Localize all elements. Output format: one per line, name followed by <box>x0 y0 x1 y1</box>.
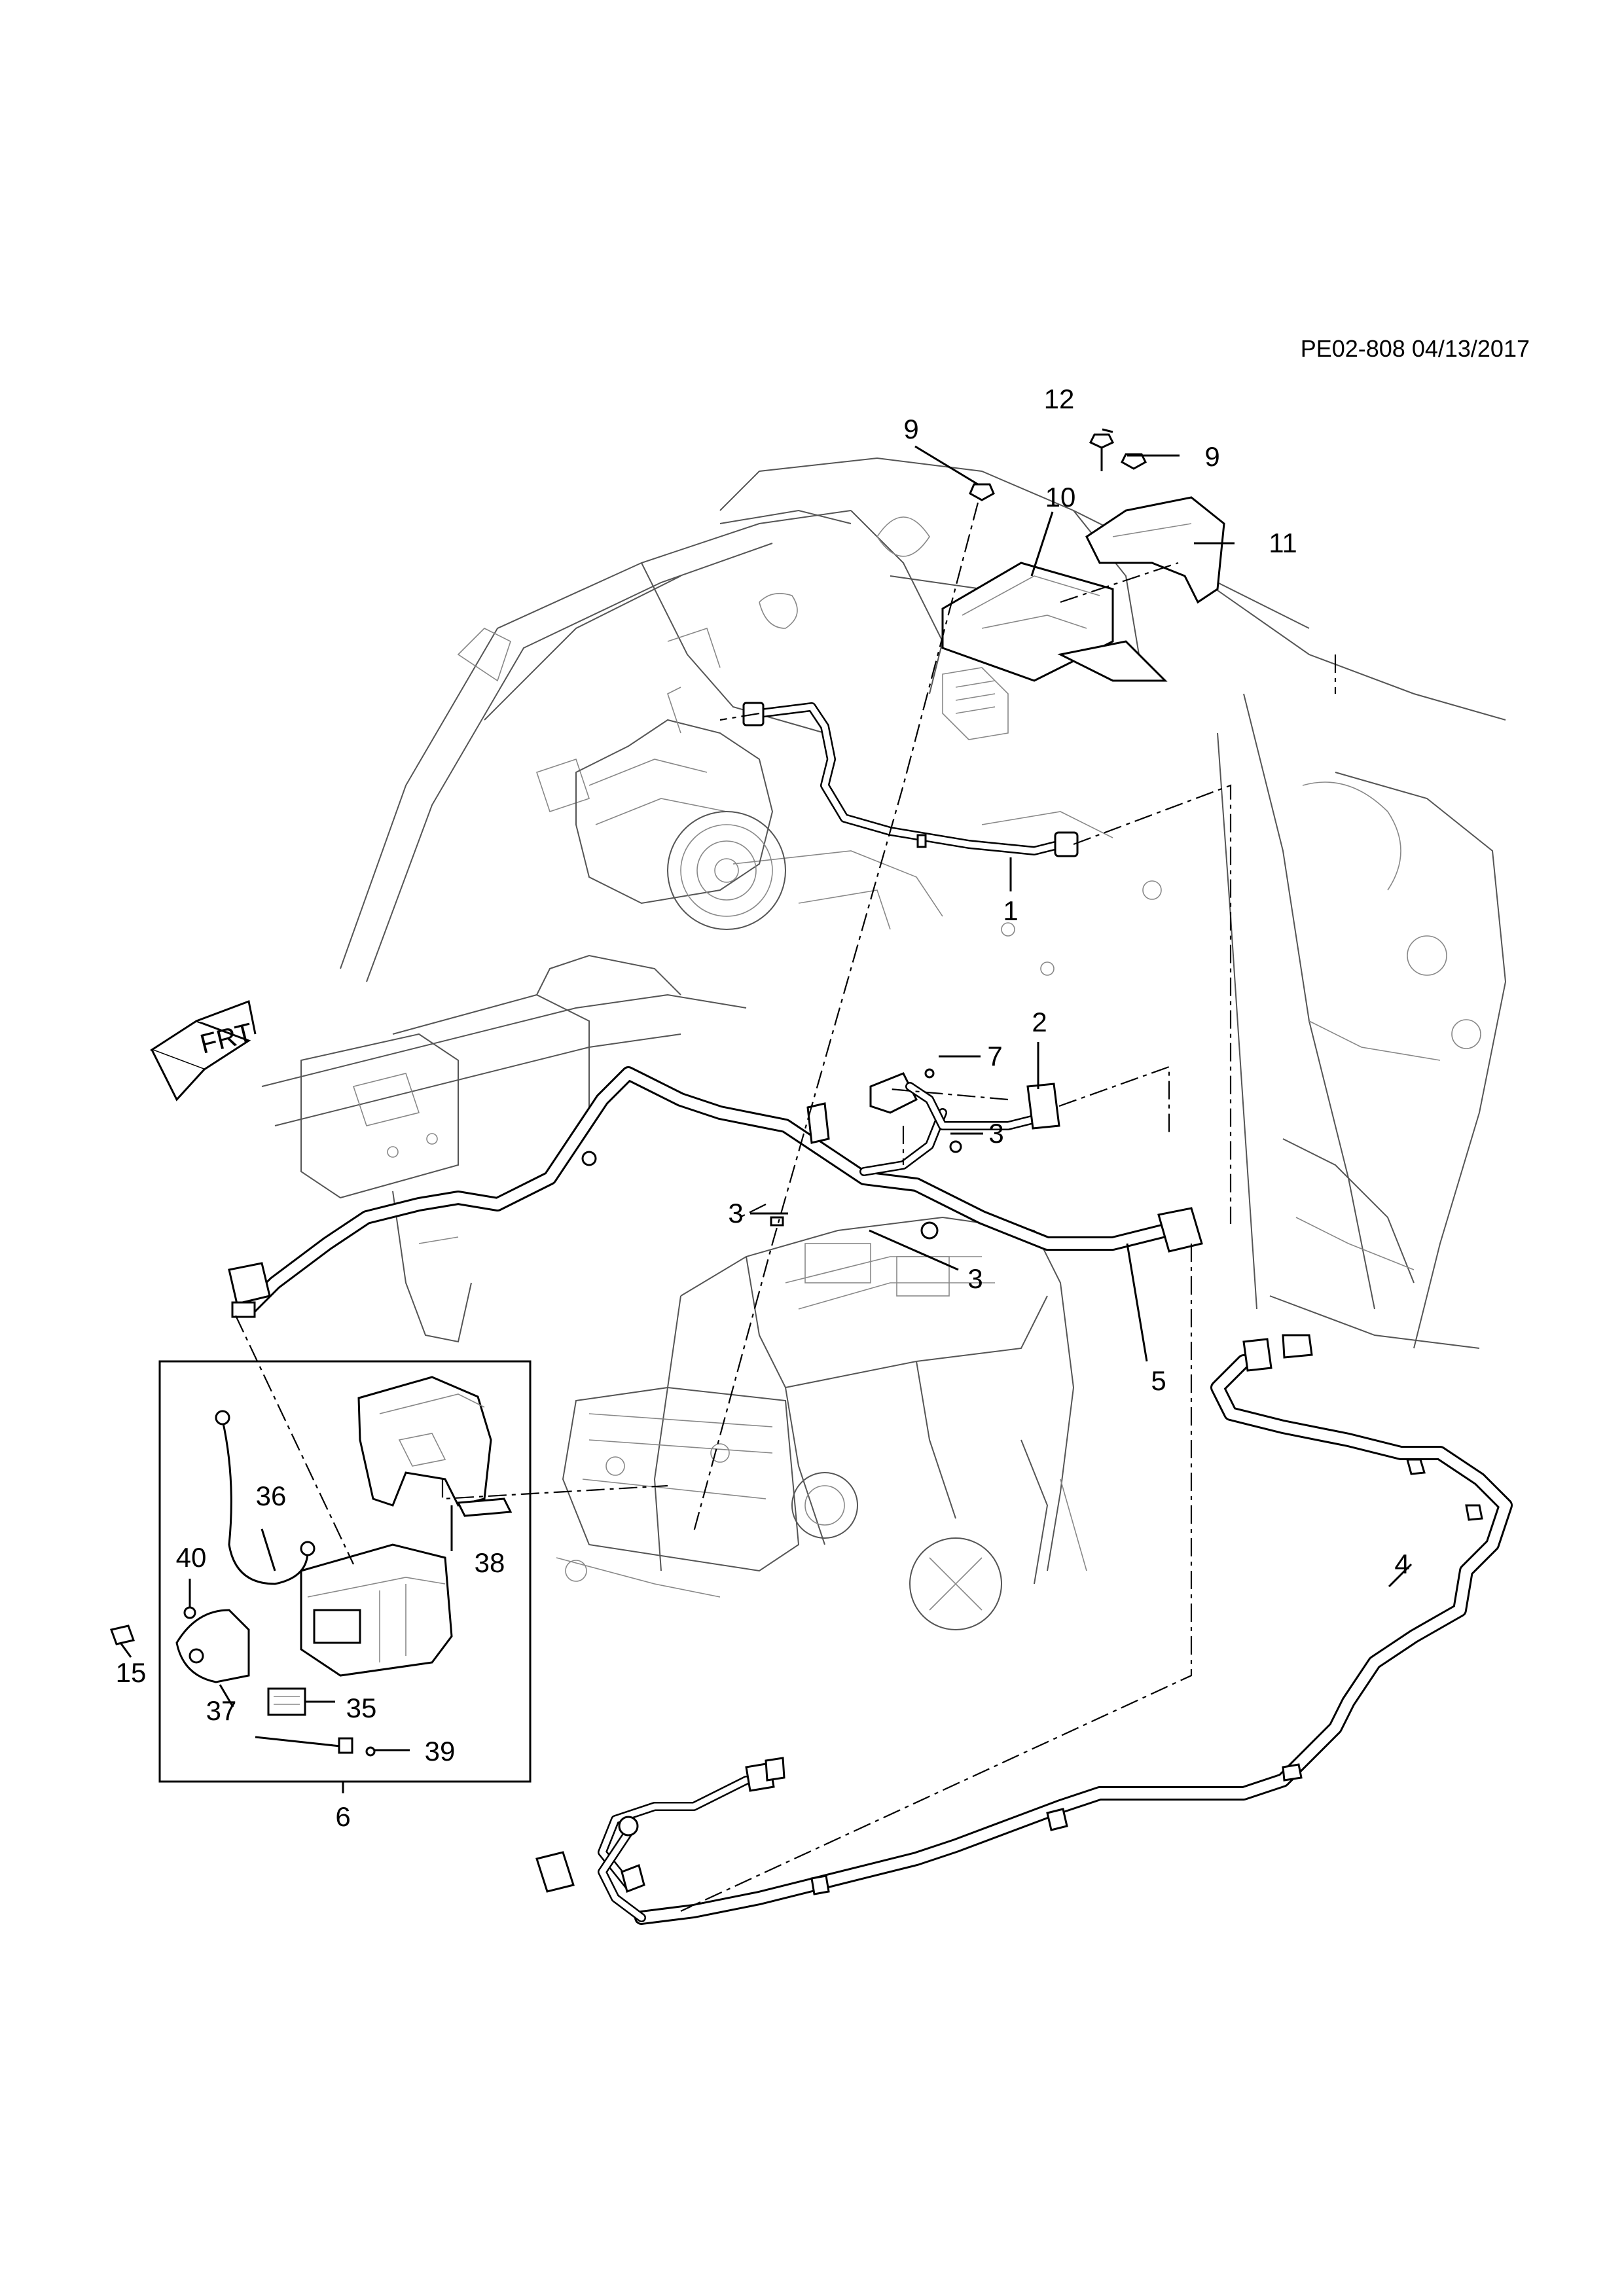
engine-assembly <box>556 1216 1087 1630</box>
callout-38: 38 <box>475 1547 505 1578</box>
callouts: 1 2 7 3 3 3 5 4 9 12 9 10 11 36 38 40 15… <box>116 384 1410 1832</box>
callout-15: 15 <box>116 1657 147 1688</box>
callout-9-left: 9 <box>903 414 918 444</box>
leader-lines <box>119 428 1413 1793</box>
callout-3-lower: 3 <box>967 1263 983 1294</box>
harness-5 <box>228 1066 1203 1318</box>
callout-36: 36 <box>256 1480 287 1511</box>
callout-4: 4 <box>1394 1549 1409 1579</box>
diagram-reference: PE02-808 04/13/2017 <box>1301 335 1530 362</box>
callout-1: 1 <box>1003 895 1018 926</box>
callout-35: 35 <box>346 1693 377 1723</box>
callout-10: 10 <box>1045 482 1076 512</box>
callout-5: 5 <box>1151 1365 1166 1396</box>
callout-39: 39 <box>425 1736 456 1767</box>
front-direction-label: FRT <box>197 1017 256 1060</box>
callout-7: 7 <box>987 1041 1002 1071</box>
callout-9-right: 9 <box>1204 441 1219 472</box>
callout-3-upper: 3 <box>988 1118 1003 1149</box>
bolt-12 <box>1089 433 1115 471</box>
callout-12: 12 <box>1044 384 1075 414</box>
harness-4 <box>535 1334 1513 1925</box>
bracket-assembly <box>941 433 1225 740</box>
callout-3-left: 3 <box>728 1198 743 1229</box>
front-direction-arrow-icon: FRT <box>149 999 257 1102</box>
reference-lines <box>235 502 1337 1912</box>
callout-6: 6 <box>335 1801 350 1832</box>
nut-9-right <box>1121 453 1147 470</box>
inset-detail <box>110 1360 532 1783</box>
callout-40: 40 <box>176 1542 207 1573</box>
nut-9-left <box>969 483 995 501</box>
vehicle-body-structure <box>261 457 1507 1349</box>
harness-1 <box>742 702 1079 857</box>
callout-11: 11 <box>1269 528 1297 558</box>
harness-2 <box>869 1068 1060 1153</box>
callout-2: 2 <box>1032 1007 1047 1037</box>
callout-37: 37 <box>206 1695 237 1726</box>
ac-compressor <box>575 687 786 930</box>
